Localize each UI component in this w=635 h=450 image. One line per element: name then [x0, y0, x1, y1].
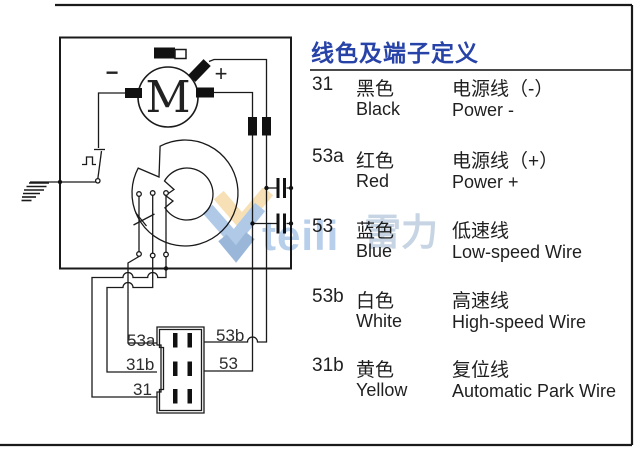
panel-title: 线色及端子定义	[311, 40, 479, 66]
table-row: 53b 白色 White 高速线 High-speed Wire	[310, 286, 634, 356]
harness-wires	[91, 135, 268, 398]
terminal-code: 31b	[312, 355, 344, 376]
wire-function-cn: 电源线（-）	[452, 79, 554, 100]
pin-label-31b: 31b	[126, 355, 154, 374]
wire-color-cn: 黄色	[356, 360, 395, 381]
wire-color-cn: 蓝色	[356, 221, 395, 242]
housing-box	[59, 36, 292, 270]
wire-color-en: White	[356, 311, 403, 331]
wire-31b	[106, 258, 157, 373]
choke-coils	[248, 117, 271, 136]
wire-color-cn: 白色	[356, 291, 395, 312]
wire-31	[91, 257, 167, 398]
pin-label-31: 31	[133, 380, 152, 399]
table-row: 53 蓝色 Blue 低速线 Low-speed Wire	[310, 216, 634, 286]
motor-brushes	[125, 59, 214, 98]
wire-function-en: Automatic Park Wire	[452, 381, 617, 401]
wire-function-cn: 高速线	[452, 291, 510, 312]
figure-border	[0, 3, 634, 447]
connector-pins	[173, 333, 192, 404]
table-row: 31 黑色 Black 电源线（-） Power -	[310, 74, 634, 144]
wire-color-en: Blue	[356, 241, 393, 261]
wire-color-en: Yellow	[356, 380, 408, 400]
wire-function-en: Power +	[452, 172, 519, 192]
capacitor-2	[252, 213, 291, 234]
terminal-code: 31	[312, 74, 334, 95]
minus-label: −	[106, 60, 119, 85]
wire-color-cn: 黑色	[356, 79, 395, 100]
connector-body	[156, 326, 205, 414]
wire-function-en: High-speed Wire	[452, 312, 587, 332]
terminal-code: 53	[312, 216, 334, 237]
ground-icon	[21, 182, 49, 202]
junction-dots	[57, 179, 294, 271]
pin-label-53b: 53b	[216, 326, 244, 345]
wire-function-en: Power -	[452, 100, 515, 120]
wire-function-cn: 电源线（+）	[452, 151, 559, 172]
park-switch	[82, 148, 105, 184]
wire-function-cn: 低速线	[452, 221, 510, 242]
wire-color-cn: 红色	[356, 151, 395, 172]
cam-disc	[131, 139, 239, 247]
wire-function-en: Low-speed Wire	[452, 242, 583, 262]
contact-fingers	[133, 190, 169, 259]
wire-53b	[204, 135, 268, 343]
capacitor-1	[266, 178, 291, 198]
title-underline	[310, 69, 631, 71]
wire-color-en: Black	[356, 99, 401, 119]
cam-profile-icon	[82, 156, 96, 166]
terminal-code: 53b	[312, 286, 344, 307]
wire-color-en: Red	[356, 171, 390, 191]
thermal-fuse-icon	[154, 47, 187, 60]
wire-53a	[127, 255, 157, 344]
motor-label: M	[145, 72, 190, 123]
table-row: 53a 红色 Red 电源线（+） Power +	[310, 146, 634, 216]
wire-function-cn: 复位线	[452, 360, 510, 381]
table-row: 31b 黄色 Yellow 复位线 Automatic Park Wire	[310, 355, 634, 425]
plus-label: +	[215, 61, 228, 86]
pin-label-53: 53	[219, 354, 238, 373]
motor-wires	[97, 58, 268, 148]
pin-label-53a: 53a	[127, 331, 156, 350]
terminal-code: 53a	[312, 146, 344, 167]
